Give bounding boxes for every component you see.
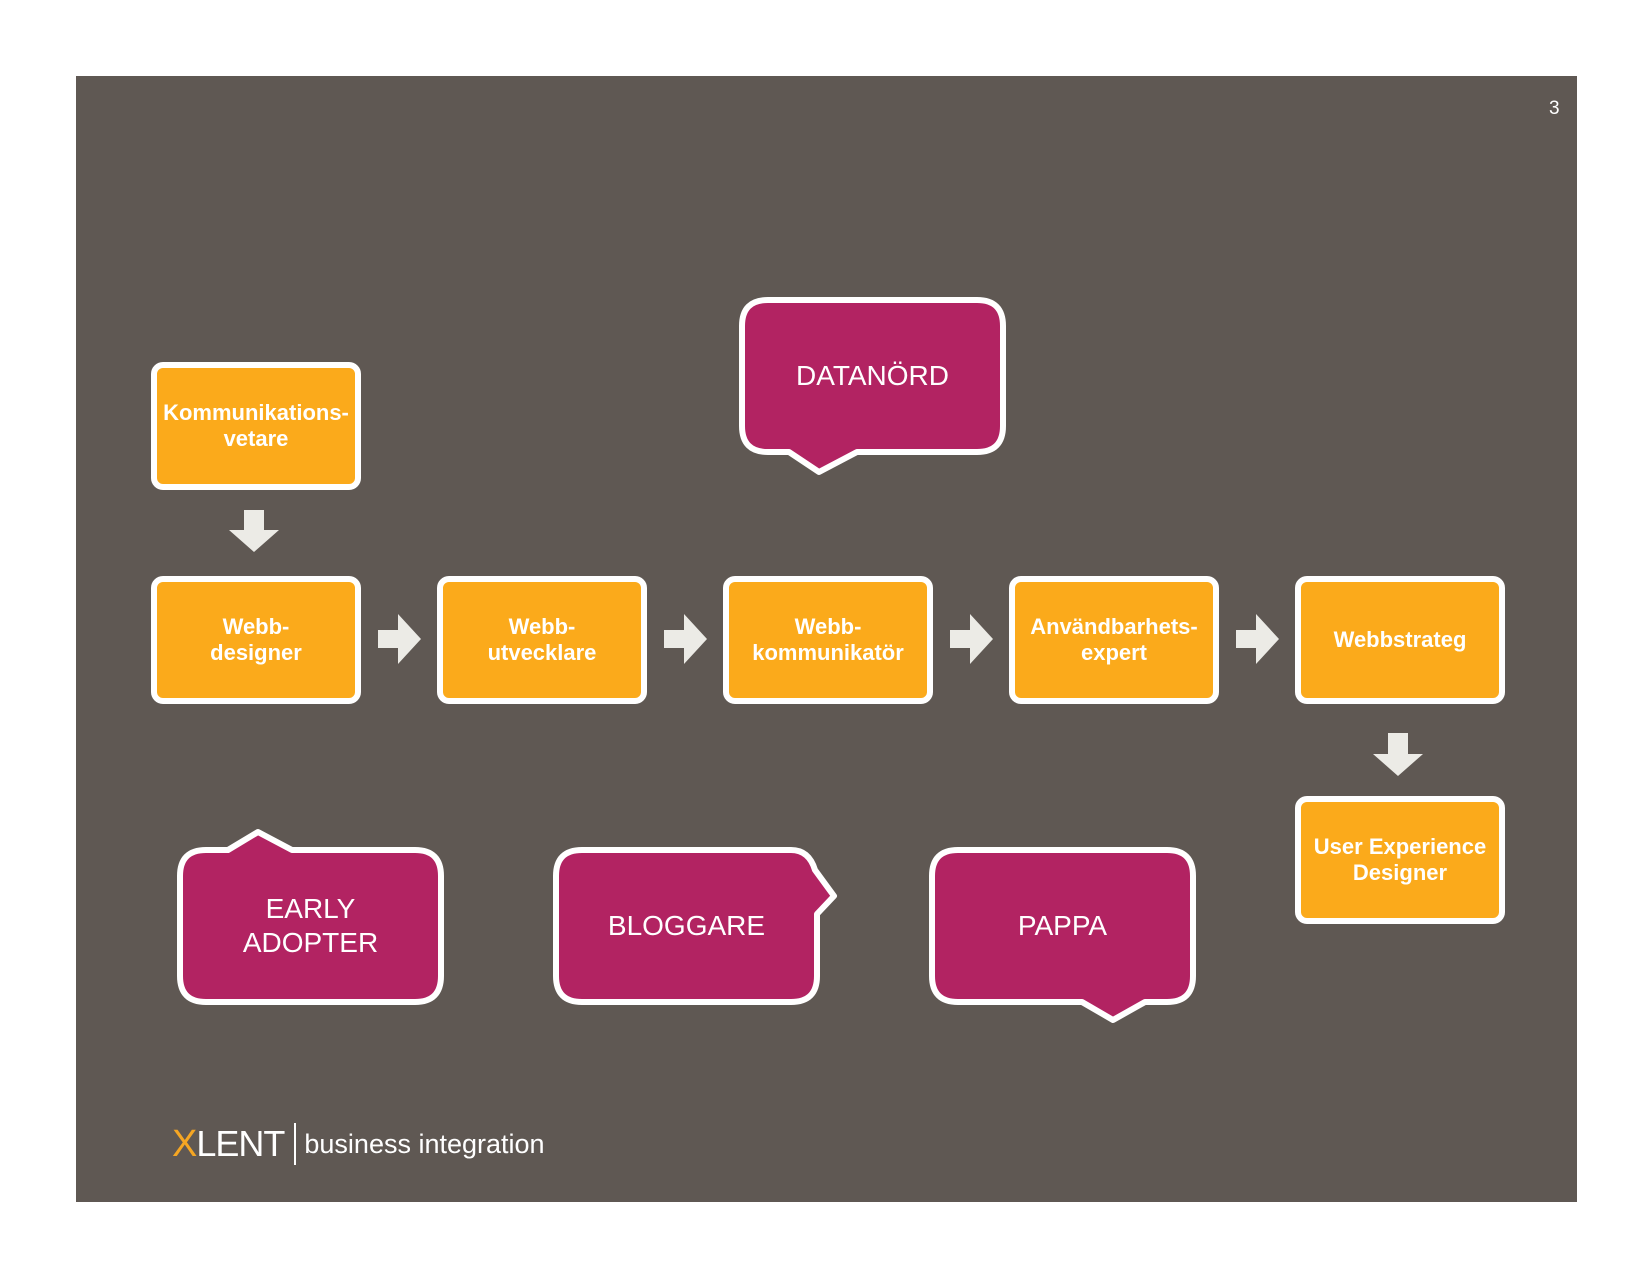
box-line: utvecklare [487,640,597,665]
logo-wordmark: LENT [196,1123,285,1164]
box-line: User Experience [1313,834,1487,859]
logo-tagline: business integration [304,1128,545,1159]
speech-bubble-early-adopter [177,829,444,1005]
block-arrow-icon [950,614,993,664]
bubble-line: ADOPTER [242,927,379,958]
box-anvandbarhetsexpert: Användbarhets-expert [1009,576,1219,704]
box-line: vetare [223,426,289,451]
bubble-line: DATANÖRD [796,360,949,391]
bubble-line: EARLY [265,893,356,924]
speech-bubble-bloggare [553,847,837,1005]
box-line: Webb- [222,614,290,639]
block-arrow-icon [1236,614,1279,664]
logo-divider [294,1123,297,1165]
box-line: Designer [1352,860,1448,885]
speech-bubble-datanord [739,297,1006,475]
box-webbkommunikator: Webb-kommunikatör [723,576,933,704]
box-webbutvecklare: Webb-utvecklare [437,576,647,704]
page-number: 3 [1549,98,1560,119]
bubble-line: PAPPA [1017,910,1108,941]
box-line: Användbarhets- [1030,614,1198,639]
block-arrow-icon [664,614,707,664]
box-line: designer [210,640,302,665]
box-webbdesigner: Webb-designer [151,576,361,704]
block-arrow-icon [1373,733,1423,776]
bubble-line: BLOGGARE [607,910,766,941]
box-line: Webb- [794,614,862,639]
company-logo: X LENT business integration [172,1122,545,1166]
bubble-label-pappa: PAPPA [932,850,1193,1002]
box-kommunikationsvetare: Kommunikations-vetare [151,362,361,490]
box-line: Webbstrateg [1333,627,1467,652]
block-arrow-icon [229,510,279,552]
bubble-label-bloggare: BLOGGARE [556,850,817,1002]
block-arrow-icon [378,614,421,664]
box-line: Webb- [508,614,576,639]
box-line: kommunikatör [752,640,904,665]
box-line: expert [1080,640,1148,665]
bubble-label-datanord: DATANÖRD [742,300,1003,452]
logo-x: X [172,1122,197,1165]
speech-bubble-pappa [929,847,1196,1023]
box-line: Kommunikations- [163,400,349,425]
box-webbstrateg: Webbstrateg [1295,576,1505,704]
